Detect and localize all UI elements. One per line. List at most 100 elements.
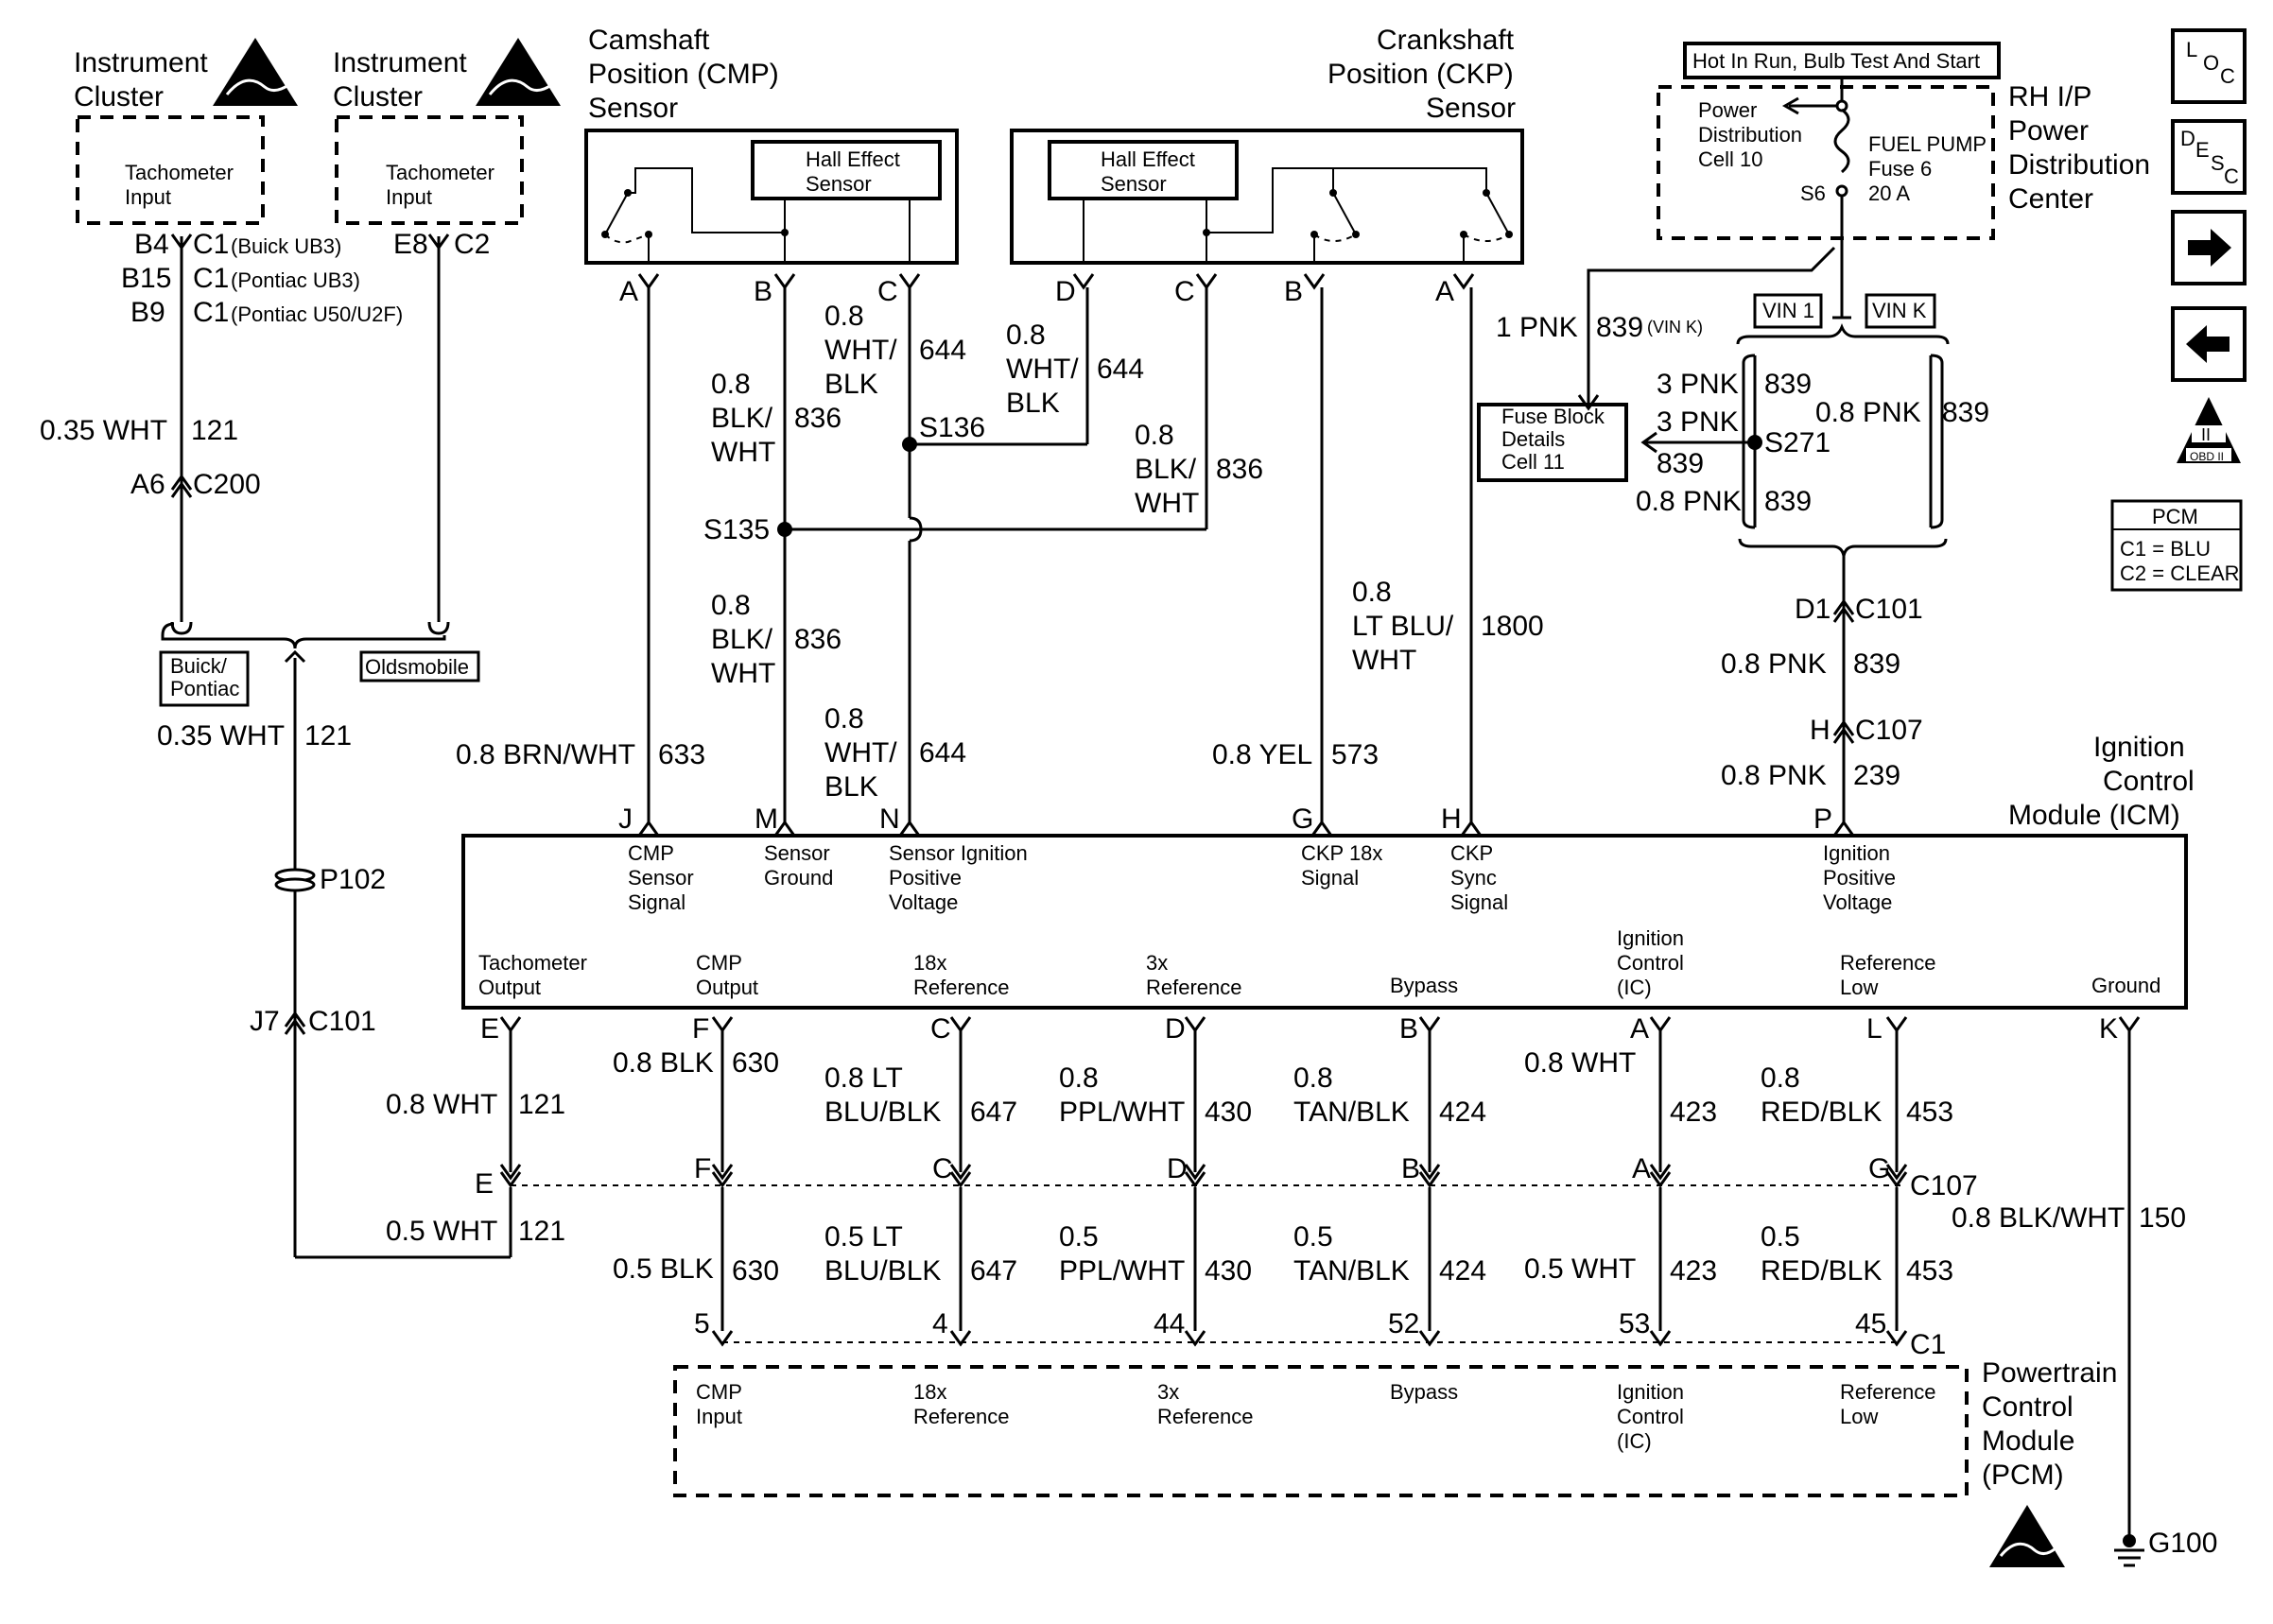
wire-839-vink-circuit: 839	[1596, 312, 1643, 343]
wire-tach-out-size: 0.8 WHT	[386, 1089, 497, 1120]
pcm-pin-52: 52	[1388, 1308, 1419, 1339]
conn-c101-right: C101	[1855, 594, 1923, 625]
wire-644-c-circuit: 644	[919, 737, 966, 769]
svg-text:D: D	[2180, 127, 2195, 150]
wire-424-pcm-circuit: 424	[1439, 1255, 1486, 1287]
inline-pin-e: E	[475, 1168, 494, 1200]
pdc-title-3: Distribution	[2008, 149, 2150, 181]
pcm-pin-4: 4	[932, 1308, 948, 1339]
wire-644-a-circuit: 644	[919, 335, 966, 366]
splice-s135: S135	[703, 514, 770, 545]
ic-left-title-2: Cluster	[74, 81, 164, 112]
esd-warning-icon	[213, 38, 298, 106]
wire-430-pcm-circuit: 430	[1205, 1255, 1252, 1287]
wire-630-icm-circuit: 630	[732, 1047, 779, 1079]
wire-839-c-size: 0.8 PNK	[1636, 486, 1742, 517]
wire-423-pcm-circuit: 423	[1670, 1255, 1717, 1287]
conn-j7: J7	[250, 1006, 280, 1037]
conn-c1: C1	[193, 229, 229, 260]
conn-b4: B4	[134, 229, 169, 260]
pdc-splice-s6: S6	[1800, 181, 1826, 205]
icm-pin-arrow	[499, 1016, 522, 1033]
inline-pin-c: C	[932, 1153, 953, 1184]
inline-pin-g: G	[1868, 1153, 1890, 1184]
conn-h: H	[1810, 715, 1831, 746]
wire-633-circuit: 633	[658, 739, 705, 770]
inline-pin-a: A	[1632, 1153, 1651, 1184]
wire-573-size: 0.8 YEL	[1212, 739, 1312, 770]
ic-left-box	[76, 115, 265, 225]
cmp-pin-b: B	[754, 276, 772, 307]
icm-title-1: Ignition	[2093, 732, 2185, 763]
wire-tach-mid-size: 0.35 WHT	[157, 720, 285, 752]
svg-text:L: L	[2186, 38, 2197, 61]
wire-839-e-size: 0.8 PNK	[1721, 648, 1827, 680]
wire-423-pcm-size: 0.5 WHT	[1524, 1253, 1636, 1285]
loc-icon[interactable]: LOC	[2171, 28, 2247, 104]
p102-connector-icon	[274, 868, 316, 892]
wire-633-size: 0.8 BRN/WHT	[456, 739, 635, 770]
icm-pin-arrow	[898, 820, 921, 837]
icm-pin-m: M	[755, 803, 778, 835]
svg-text:S: S	[2211, 151, 2225, 175]
icm-pin-arrow	[1310, 820, 1333, 837]
icm-pin-arrow	[1649, 1016, 1672, 1033]
cmp-pin-a: A	[619, 276, 638, 307]
wire-839-a-circuit: 839	[1764, 369, 1812, 400]
icm-title-3: Module (ICM)	[2008, 800, 2180, 831]
icm-pin-arrow	[1460, 820, 1483, 837]
wire-647-icm-circuit: 647	[970, 1097, 1017, 1128]
wire-423-icm-circuit: 423	[1670, 1097, 1717, 1128]
conn-d1: D1	[1795, 594, 1831, 625]
option-vin1: VIN 1	[1762, 299, 1814, 322]
icm-pin-arrow	[637, 820, 660, 837]
right-arrow-icon[interactable]	[2171, 210, 2247, 285]
ckp-pin-c: C	[1174, 276, 1195, 307]
ic-right-box	[335, 115, 524, 225]
wire-tach-pcm-size: 0.5 WHT	[386, 1216, 497, 1247]
icm-pin-b: B	[1399, 1013, 1418, 1045]
wire-647-pcm-circuit: 647	[970, 1255, 1017, 1287]
wire-839-e-circuit: 839	[1853, 648, 1900, 680]
pcm-pin-53: 53	[1619, 1308, 1650, 1339]
ic-right-title-1: Instrument	[333, 47, 467, 78]
conn-c1-note: (Buick UB3)	[231, 234, 341, 258]
icm-pin-arrow	[1832, 820, 1855, 837]
pcm-legend-title: PCM	[2152, 505, 2198, 528]
ic-right-title-2: Cluster	[333, 81, 423, 112]
conn-b9: B9	[130, 297, 165, 328]
splice-s136: S136	[919, 412, 985, 443]
pdc-title-2: Power	[2008, 115, 2089, 147]
pdc-title-4: Center	[2008, 183, 2093, 215]
wire-839-b-size: 3 PNK	[1657, 406, 1739, 438]
left-arrow-icon[interactable]	[2171, 306, 2247, 382]
esd-warning-icon	[1989, 1505, 2065, 1567]
svg-text:O: O	[2203, 51, 2219, 75]
option-vink: VIN K	[1872, 299, 1927, 322]
obd-ii-icon[interactable]: II OBD II	[2177, 397, 2241, 463]
wire-839-d-circuit: 839	[1942, 397, 1989, 428]
conn-c1b-note: (Pontiac UB3)	[231, 268, 360, 292]
wire-239-circuit: 239	[1853, 760, 1900, 791]
pcm-box	[673, 1365, 1969, 1497]
icm-pin-j: J	[618, 803, 633, 835]
